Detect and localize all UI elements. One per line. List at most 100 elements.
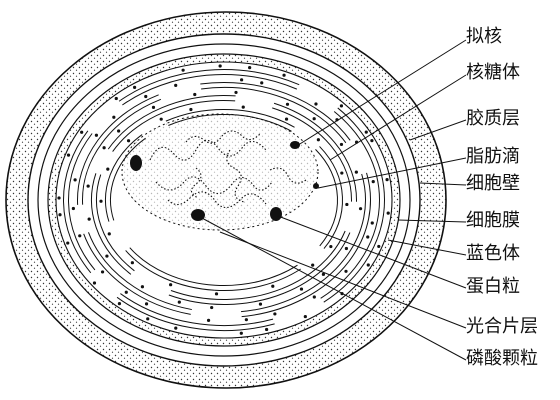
leader-line-cyanophycean [387,239,467,256]
lamella-3-2-outer [165,109,295,128]
ribosome-dot [177,300,181,304]
ribosome-dot [107,232,111,236]
lamella-1-0-inner [241,258,346,313]
ribosome-dot [345,202,349,207]
lamella-1-4-inner [344,173,366,260]
ribosome-dot [377,244,381,249]
protein-granule-left [130,155,142,171]
lamella-2-2-outer [107,95,236,150]
ribosome-dot [66,153,71,157]
ribosome-dot [130,261,134,265]
ribosome-dot [234,90,238,95]
ribosome-dot [285,102,290,106]
ribosome-dot [102,146,106,150]
lamella-2-0-inner [170,288,283,300]
label-mucilage-layer: 胶质层 [466,108,520,129]
lamella-2-2-inner [112,100,236,152]
ribosome-dot [248,66,252,70]
lamella-3-0-outer [125,250,215,291]
ribosome-dot [239,331,243,335]
ribosome-dot [169,283,173,287]
lamella-2-3-outer [273,102,357,202]
ribosome-dot [146,317,150,321]
ribosome-dot [370,221,374,225]
ribosome-dot [366,235,370,239]
lamella-2-1-inner [96,174,135,272]
ribosome-dot [344,269,348,273]
ribosome-dot [126,139,131,143]
ribosome-dot [94,133,99,137]
ribosome-dot [364,130,368,134]
ribosome-dot [144,94,148,99]
ribosome-dot [133,85,137,89]
ribosome-dot [73,178,77,182]
lamella-1-3-inner [201,87,347,144]
ribosome-dot [78,234,82,238]
ribosome-dot [214,292,219,296]
ribosome-dot [114,96,118,101]
ribosome-dot [58,213,62,217]
leader-line-phosphate [199,216,467,361]
ribosome-dot [321,272,326,276]
lamella-1-3-outer [200,82,351,141]
label-lipid-droplet: 脂肪滴 [466,146,520,167]
ribosome-dots-group [57,64,390,335]
lamella-0-0-inner [320,199,380,299]
ribosome-dot [354,170,358,174]
lamella-0-4-inner [333,111,380,201]
ribosome-dot [87,217,91,221]
label-cell-membrane: 细胞膜 [466,210,520,231]
ribosome-dot [210,305,214,310]
ribosome-dot [339,142,344,147]
protein-granule-right [270,207,282,221]
ribosome-dot [260,81,264,85]
ribosome-dot [340,171,344,175]
lamella-0-4-outer [337,107,385,201]
lamella-0-2-outer [63,130,92,274]
ribosome-dot [284,117,289,121]
leader-line-protein [277,215,467,289]
ribosome-dot [339,104,344,108]
ribosome-dot [206,318,211,322]
leader-line-lamellae [219,231,467,329]
ribosome-dot [385,178,389,182]
nucleoid-granule [290,141,300,149]
ribosome-dot [105,254,109,258]
lamella-0-3-outer [118,69,300,102]
lamella-1-4-outer [348,172,371,262]
ribosome-dot [112,115,116,119]
label-cyanophycean-body: 蓝色体 [466,243,520,264]
ribosome-dot [86,184,90,188]
ribosome-dot [265,327,269,332]
ribosome-dot [282,73,286,77]
lamella-2-3-inner [272,107,352,202]
ribosome-dot [273,312,277,316]
ribosome-dot [174,83,178,87]
ribosome-dot [358,207,363,211]
label-phosphate-granule: 磷酸颗粒 [466,348,538,369]
ribosome-dot [140,285,145,289]
ribosome-dot [311,263,315,267]
leader-lines [199,39,467,361]
lamella-3-0-inner [129,247,216,286]
ribosome-dot [57,196,61,200]
phosphate-granule [191,209,205,221]
nucleoid-dna-strands [149,130,307,209]
label-cell-wall: 细胞壁 [466,173,520,194]
lamella-1-1-inner [88,232,192,311]
ribosome-dot [144,302,149,306]
ribosome-dot [117,129,121,133]
lamella-3-4-inner [214,264,298,286]
lamella-2-4-inner [281,230,346,290]
ribosome-dot [312,295,316,299]
ribosome-dot [314,102,318,106]
ribosome-dot [99,199,103,203]
lamella-0-0-outer [323,199,385,303]
ribosome-dot [80,130,84,134]
ribosome-dot [151,105,156,110]
label-nucleoid: 拟核 [466,26,502,47]
lamella-2-0-outer [168,292,285,305]
ribosome-dot [174,326,178,330]
ribosome-dot [271,284,275,288]
lamella-1-2-inner [82,98,162,205]
